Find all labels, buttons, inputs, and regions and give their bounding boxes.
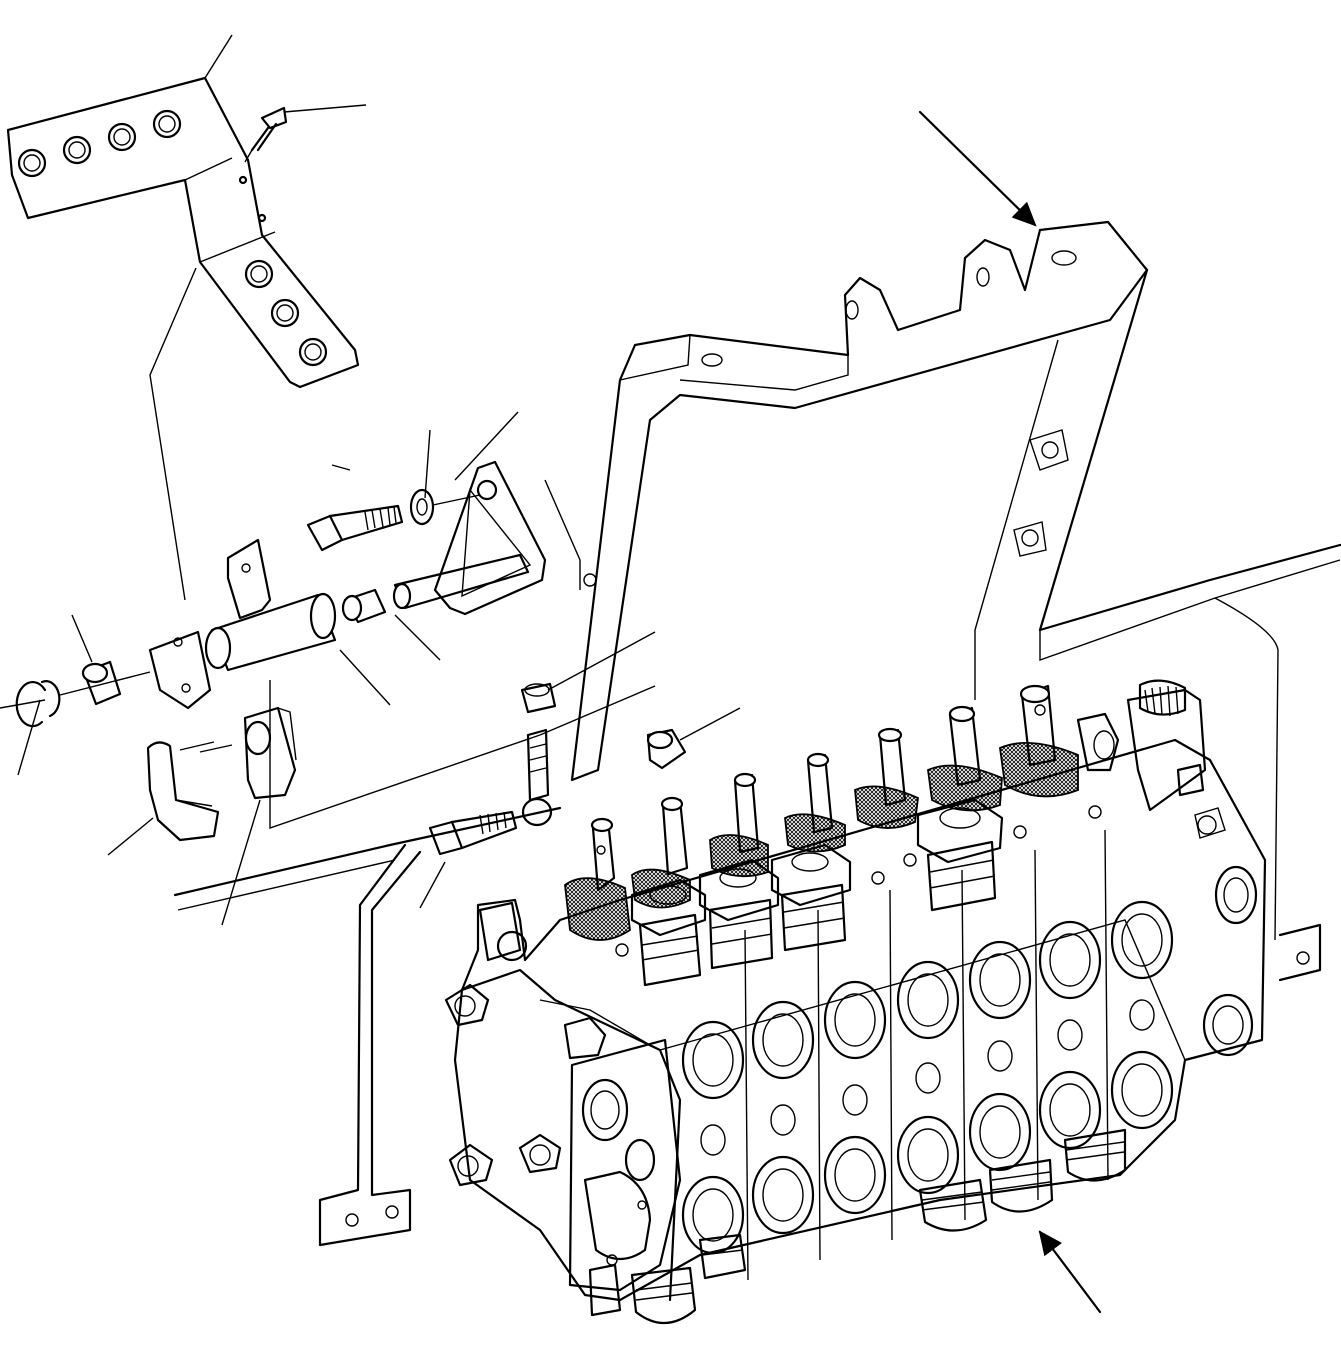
clevis: [199, 706, 297, 800]
pivot-bracket: [433, 460, 547, 616]
nut: [646, 728, 687, 770]
washer: [409, 488, 481, 526]
leader-lines: [17, 34, 1059, 926]
control-valve-frame: [173, 220, 1341, 1247]
mounting-plate: [6, 76, 360, 389]
arrow-lower-right: [1038, 1230, 1102, 1314]
bolt: [306, 504, 404, 552]
countersunk-screw: [244, 106, 288, 163]
control-valve-block: [444, 679, 1267, 1325]
pin-shaft: [392, 553, 530, 610]
lever-hub: [148, 538, 337, 710]
tie-rod: [520, 682, 557, 827]
snap-ring: [0, 671, 151, 728]
cap: [146, 741, 220, 842]
bushing: [341, 588, 387, 624]
spacer: [81, 660, 122, 706]
arrow-upper-right: [918, 110, 1037, 227]
